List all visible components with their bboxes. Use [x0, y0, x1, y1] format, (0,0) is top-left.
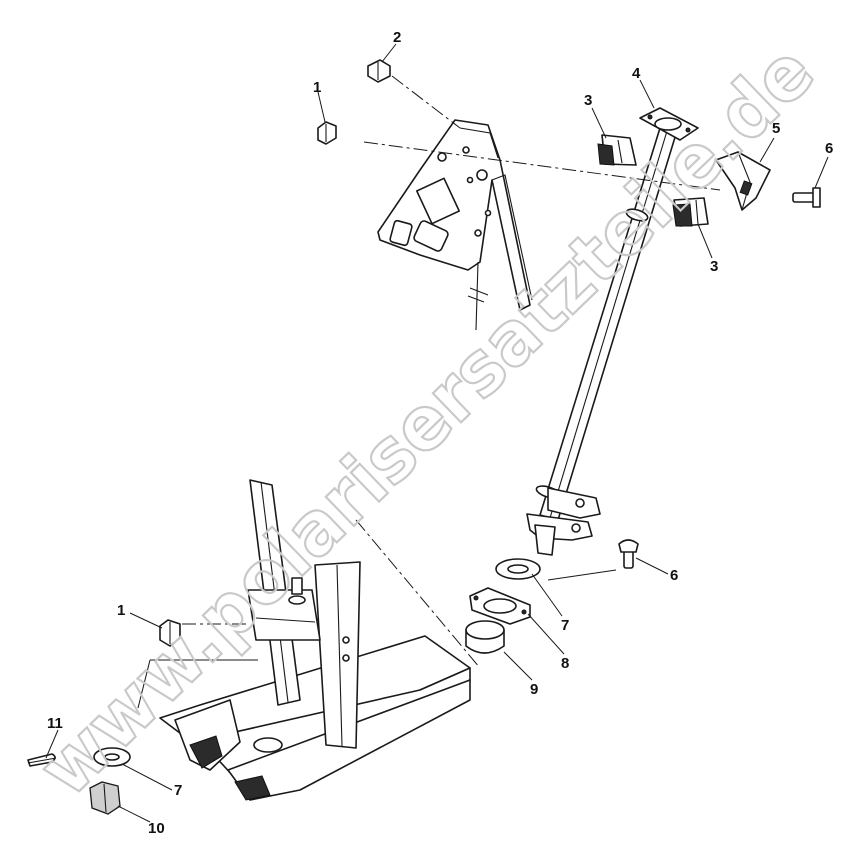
part-3-bushing-upper: [597, 134, 637, 166]
part-6-bolt-lower: [618, 539, 639, 569]
upper-mounting-bracket: [377, 119, 533, 331]
callout-3-lower: 3: [710, 258, 718, 275]
part-6-bolt-upper: [792, 187, 821, 208]
part-8-bearing-flange: [469, 587, 531, 625]
part-9-bushing-ring: [465, 620, 505, 654]
callout-8: 8: [561, 655, 569, 672]
callout-1-upper: 1: [313, 79, 321, 96]
lower-frame: [159, 479, 471, 801]
part-10-castle-nut: [89, 781, 121, 815]
part-4-top-flange: [639, 107, 699, 141]
alignment-lines: [137, 75, 721, 709]
callout-2: 2: [393, 29, 401, 46]
part-7-washer-lower: [93, 747, 131, 767]
callout-10: 10: [148, 820, 165, 837]
callout-labels: 1 2 3 4 5 6 3 6 7 8 9 1 11 7 10: [47, 29, 833, 837]
part-7-washer-upper: [495, 558, 541, 580]
part-11-cotter-pin: [27, 753, 57, 767]
part-1-nut-upper: [317, 121, 337, 145]
leader-lines: [45, 43, 829, 823]
part-2-cap-nut: [367, 59, 391, 83]
callout-9: 9: [530, 681, 538, 698]
callout-7-upper: 7: [561, 617, 569, 634]
callout-3-upper: 3: [584, 92, 592, 109]
callout-6-lower: 6: [670, 567, 678, 584]
callout-6-upper: 6: [825, 140, 833, 157]
callout-1-lower: 1: [117, 602, 125, 619]
part-5-clamp-bracket: [715, 151, 771, 211]
steering-post-tube: [526, 127, 677, 556]
part-1-nut-lower: [159, 619, 181, 647]
callout-11: 11: [47, 715, 63, 732]
callout-4: 4: [632, 65, 641, 82]
callout-5: 5: [772, 120, 780, 137]
part-3-bushing-lower: [672, 197, 709, 227]
callout-7-lower: 7: [174, 782, 182, 799]
